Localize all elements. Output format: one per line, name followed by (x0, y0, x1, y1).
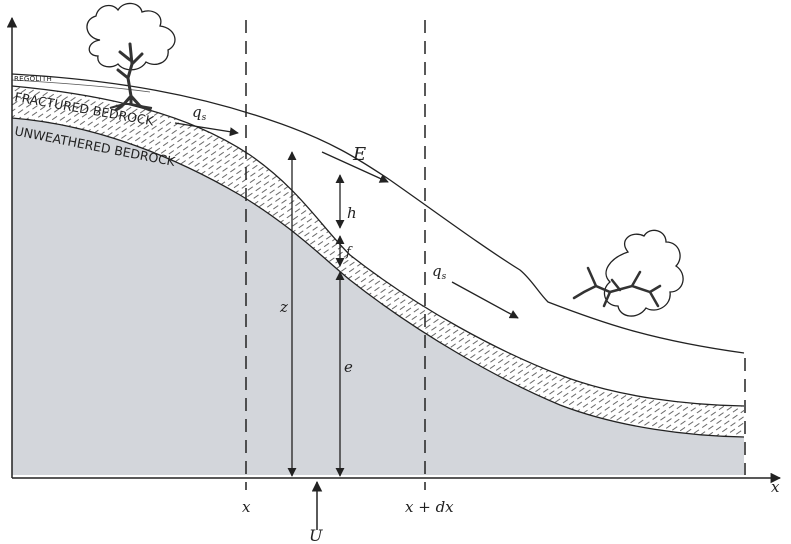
qs-lower-arrow (451, 281, 519, 319)
E-symbol: E (352, 144, 366, 165)
x-tick-label: x (242, 498, 251, 516)
qs-upper-symbol: qs (192, 103, 207, 123)
unweathered-bedrock-region (12, 118, 744, 475)
x-axis-label: x (771, 478, 780, 496)
regolith-base-line (11, 85, 745, 407)
f-symbol: f (345, 245, 353, 260)
qs-upper-arrow (174, 122, 239, 137)
weathering-front-line (11, 117, 745, 438)
tree-icon (86, 2, 176, 112)
E-arrow (321, 151, 389, 183)
e-symbol: e (344, 358, 353, 376)
h-symbol: h (347, 204, 357, 222)
z-symbol: z (279, 298, 288, 316)
shrub-icon (572, 229, 684, 317)
regolith-label: REGOLITH (14, 75, 52, 83)
U-symbol: U (309, 526, 323, 544)
x-plus-dx-tick-label: x + dx (405, 498, 454, 516)
qs-lower-symbol: qs (432, 262, 447, 282)
ground-surface-line (11, 73, 745, 354)
fractured-bedrock-band (12, 86, 744, 437)
